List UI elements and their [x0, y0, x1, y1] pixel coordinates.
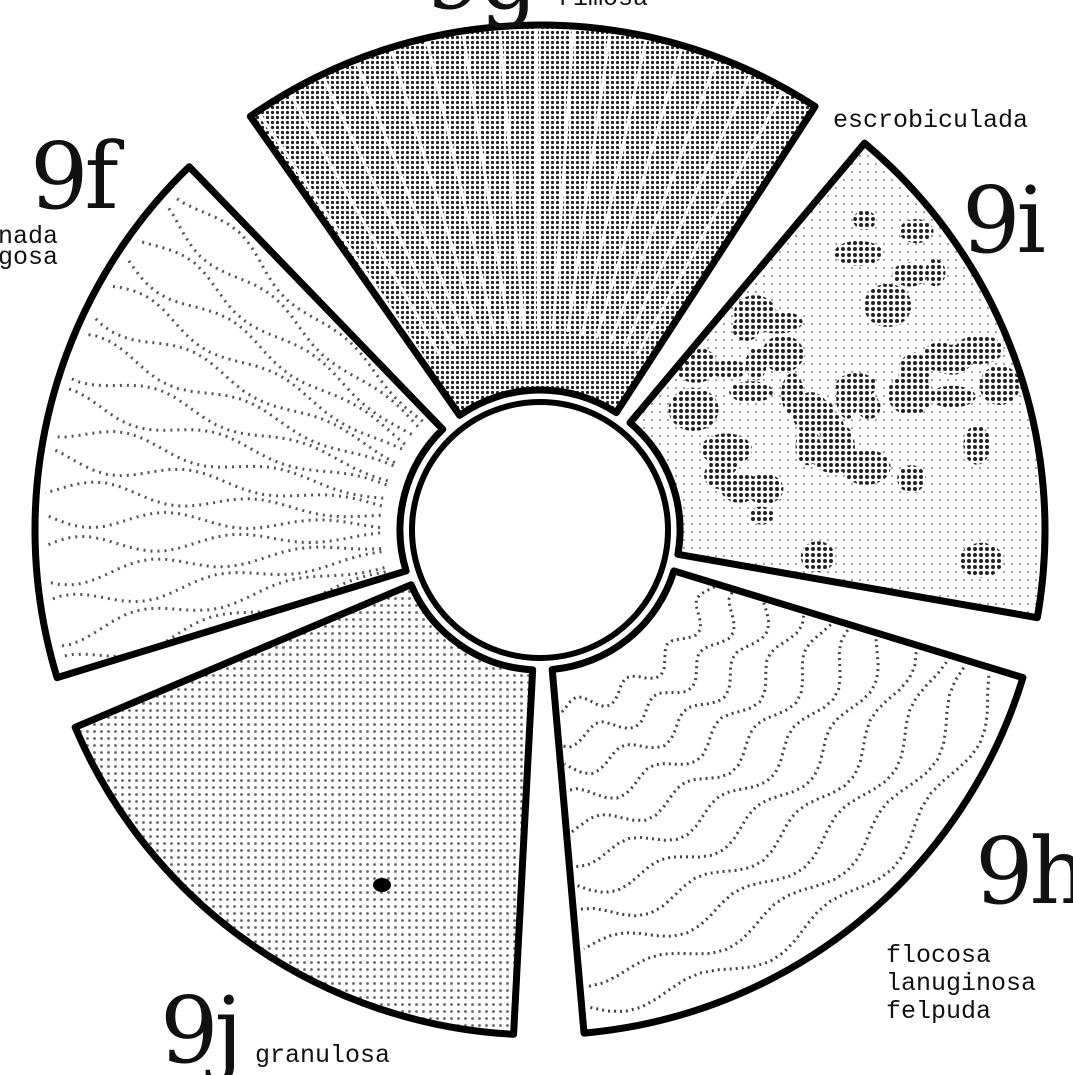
- blotch: [732, 315, 759, 341]
- blotch: [892, 262, 927, 286]
- fibril-line: [53, 432, 383, 499]
- blotch: [980, 365, 1020, 405]
- text-flocosa: flocosa: [886, 941, 991, 970]
- granule-spot: [373, 878, 391, 892]
- blotch: [801, 541, 835, 572]
- text-granulosa: granulosa: [255, 1041, 390, 1070]
- blotch: [925, 259, 945, 286]
- blotch: [963, 425, 990, 465]
- label-9h: 9h: [975, 818, 1073, 925]
- fibril-line: [65, 388, 387, 485]
- text-gosa: gosa: [0, 243, 58, 272]
- blotch: [959, 543, 1003, 578]
- blotch: [857, 395, 881, 419]
- text-felpuda: felpuda: [886, 997, 991, 1026]
- wave-line: [575, 630, 847, 867]
- fibril-line: [44, 533, 380, 551]
- ray-line: [536, 25, 538, 330]
- text-lanuginosa: lanuginosa: [886, 969, 1036, 998]
- blotch: [725, 473, 758, 494]
- label-9j: 9j: [160, 977, 239, 1075]
- text-rimosa: rimosa: [558, 0, 648, 13]
- blotch: [864, 284, 911, 327]
- blotch: [899, 219, 933, 243]
- fibril-line: [108, 286, 402, 449]
- blotch: [842, 449, 891, 485]
- fibril-line: [51, 448, 382, 506]
- blotch: [746, 347, 767, 381]
- label-9i: 9i: [962, 167, 1045, 274]
- blotch: [955, 335, 1003, 364]
- wave-line: [577, 639, 878, 892]
- wave-line: [580, 652, 916, 916]
- blotch: [836, 373, 877, 398]
- label-9g: 9g: [425, 0, 537, 30]
- fibril-line: [44, 512, 380, 528]
- blotch: [712, 359, 746, 379]
- fibril-line: [84, 334, 393, 466]
- blotch: [678, 401, 701, 420]
- wave-line: [572, 625, 831, 833]
- blotch: [821, 412, 845, 453]
- text-escrobiculada: escrobiculada: [833, 106, 1028, 135]
- blotch: [853, 210, 876, 230]
- blotch: [762, 335, 804, 372]
- central-hub: [412, 402, 668, 658]
- blotch: [929, 386, 976, 408]
- label-9f: 9f: [30, 123, 125, 230]
- fibril-line: [47, 547, 381, 585]
- fibril-line: [45, 482, 380, 517]
- blotch: [729, 381, 773, 402]
- blotch: [897, 465, 926, 492]
- blotch: [834, 241, 883, 266]
- blotch: [749, 507, 774, 525]
- blotch: [888, 373, 933, 415]
- wave-line: [584, 662, 947, 949]
- blotch: [701, 433, 752, 465]
